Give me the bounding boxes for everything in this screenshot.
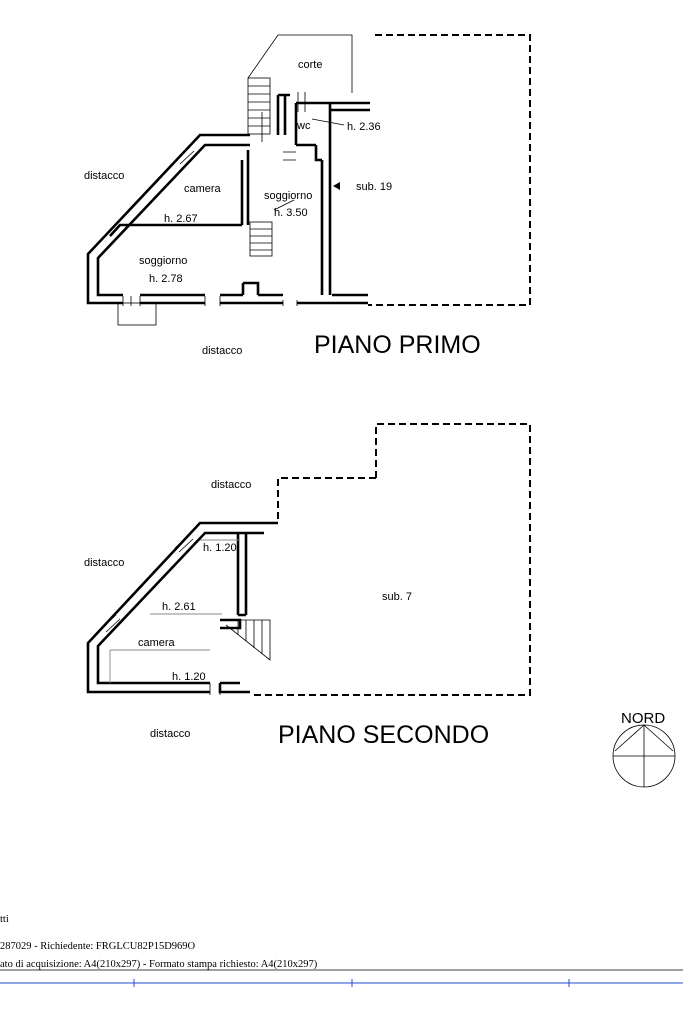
floor1-soggiorno-upper: soggiorno [264,190,312,202]
floor1-title: PIANO PRIMO [314,331,481,359]
floor1-entry-stair [247,77,271,135]
floor1-wc-label: wc [296,120,311,132]
floor1-soggiorno-lower: soggiorno [139,255,187,267]
footer-line-1: tti [0,914,9,925]
floor2-camera-label: camera [138,637,176,649]
floor1-soggiorno-lower-height: h. 2.78 [149,273,183,285]
floor1-inner-stair [249,221,273,257]
floor2-stair [225,619,271,661]
floor2-height-mid: h. 2.61 [162,601,196,613]
floor1-distacco-left: distacco [84,170,124,182]
floor2-plan [86,423,531,696]
floor1-wc-height: h. 2.36 [347,121,381,133]
floor1-corte-label: corte [298,59,322,71]
floor2-sub-label: sub. 7 [382,591,412,603]
footer-ruler [0,979,683,987]
footer-line-2: 287029 - Richiedente: FRGLCU82P15D969O [0,941,196,952]
footer-line-3: ato di acquisizione: A4(210x297) - Forma… [0,959,318,970]
floor1-soggiorno-upper-height: h. 3.50 [274,207,308,219]
floor1-camera-label: camera [184,183,222,195]
floor2-distacco-bottom: distacco [150,728,190,740]
floor1-distacco-bottom: distacco [202,345,242,357]
floor2-distacco-top: distacco [211,479,251,491]
floor2-height-top: h. 1.20 [203,542,237,554]
floor1-sub-label: sub. 19 [356,181,392,193]
floor1-camera-height: h. 2.67 [164,213,198,225]
floor2-height-bottom: h. 1.20 [172,671,206,683]
floor1-plan [86,34,531,326]
floor2-title: PIANO SECONDO [278,721,489,749]
compass-label: NORD [621,710,665,727]
floor2-distacco-left: distacco [84,557,124,569]
north-compass-icon [612,724,676,788]
